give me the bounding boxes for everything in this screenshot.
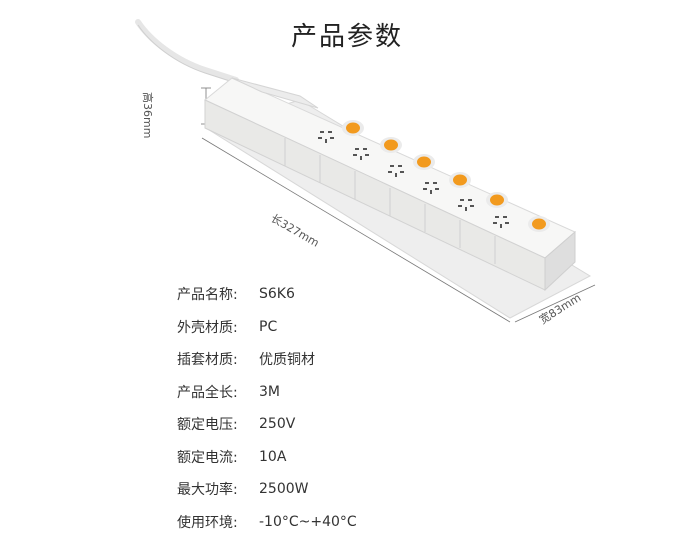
spec-value: 优质铜材 [259,352,315,369]
spec-row-current: 额定电流: 10A [177,441,357,474]
spec-label: 外壳材质: [177,319,238,336]
spec-value: 250V [259,416,296,433]
spec-label: 产品名称: [177,287,238,304]
spec-list: 产品名称: S6K6 外壳材质: PC 插套材质: 优质铜材 产品全长: 3M … [177,278,357,538]
spec-label: 额定电压: [177,417,238,434]
spec-value: S6K6 [259,286,295,303]
height-dimension-label: 高36mm [141,92,154,139]
spec-label: 产品全长: [177,384,238,401]
spec-row-length: 产品全长: 3M [177,376,357,409]
spec-row-voltage: 额定电压: 250V [177,408,357,441]
spec-row-shell-material: 外壳材质: PC [177,311,357,344]
spec-row-environment: 使用环境: -10°C~+40°C [177,506,357,539]
spec-row-name: 产品名称: S6K6 [177,278,357,311]
spec-label: 插套材质: [177,352,238,369]
spec-value: 3M [259,383,280,400]
spec-value: 2500W [259,481,309,498]
spec-label: 使用环境: [177,514,238,531]
spec-row-power: 最大功率: 2500W [177,473,357,506]
page-title: 产品参数 [290,22,403,52]
spec-value: -10°C~+40°C [259,513,357,530]
spec-value: PC [259,318,278,335]
spec-row-socket-material: 插套材质: 优质铜材 [177,343,357,376]
spec-label: 额定电流: [177,449,238,466]
spec-value: 10A [259,448,287,465]
spec-label: 最大功率: [177,482,238,499]
